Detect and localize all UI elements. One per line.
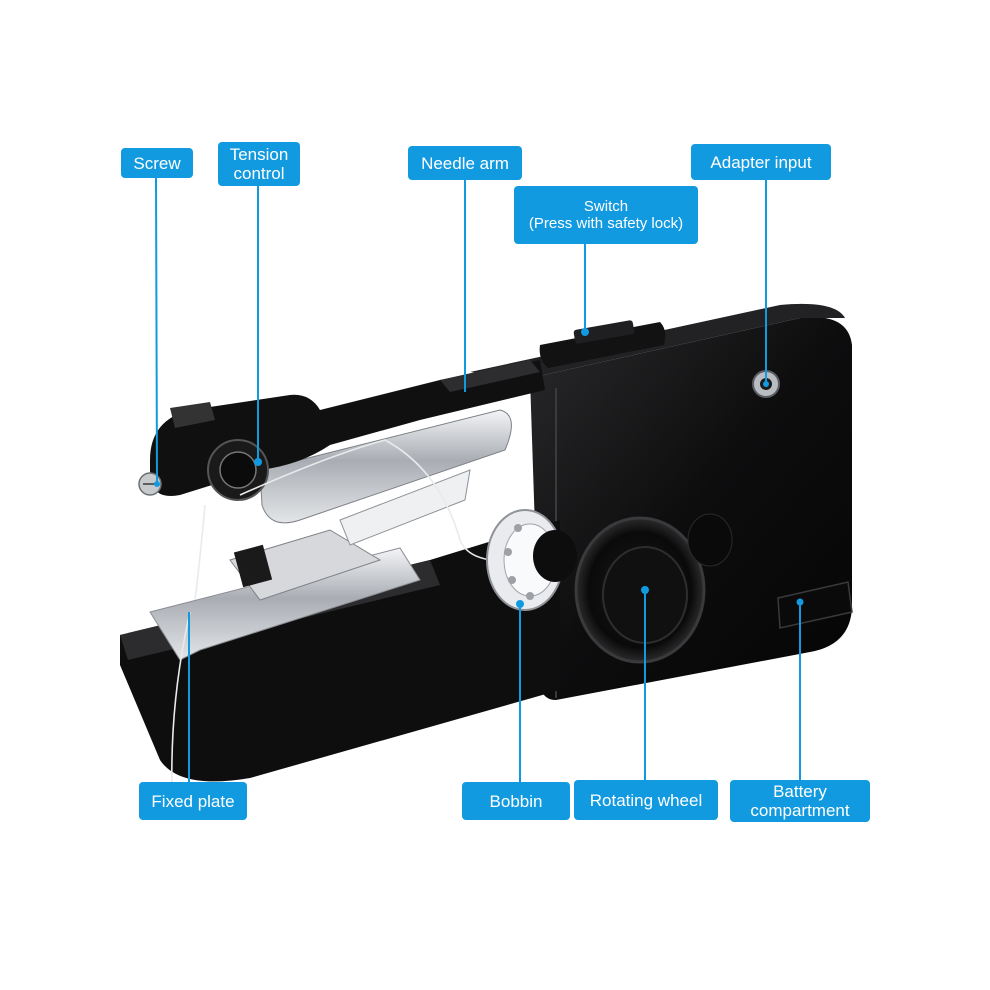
battery-line1: Battery xyxy=(773,782,827,801)
tension-control-line1: Tension xyxy=(229,145,289,164)
leader-screw xyxy=(155,176,158,485)
thread-graphic xyxy=(171,439,521,791)
callout-tension-control: Tension control xyxy=(218,142,300,186)
callout-switch: Switch (Press with safety lock) xyxy=(514,186,698,244)
bobbin-graphic xyxy=(486,509,577,611)
callout-rotating-wheel: Rotating wheel xyxy=(574,780,718,820)
callout-needle-arm: Needle arm xyxy=(408,146,522,180)
callout-fixed-plate: Fixed plate xyxy=(139,782,247,820)
callout-bobbin: Bobbin xyxy=(462,782,570,820)
leader-lines xyxy=(155,176,801,782)
fixed-plate-graphic xyxy=(149,529,421,661)
callout-screw: Screw xyxy=(121,148,193,178)
tension-knob-graphic xyxy=(207,439,269,501)
callout-battery-compartment: Battery compartment xyxy=(730,780,870,822)
tension-control-line2: control xyxy=(233,164,285,183)
switch-line1: Switch xyxy=(583,198,629,215)
callout-adapter-input: Adapter input xyxy=(691,144,831,180)
battery-line2: compartment xyxy=(750,801,850,820)
switch-line2: (Press with safety lock) xyxy=(528,215,684,232)
screw-graphic xyxy=(138,472,162,496)
